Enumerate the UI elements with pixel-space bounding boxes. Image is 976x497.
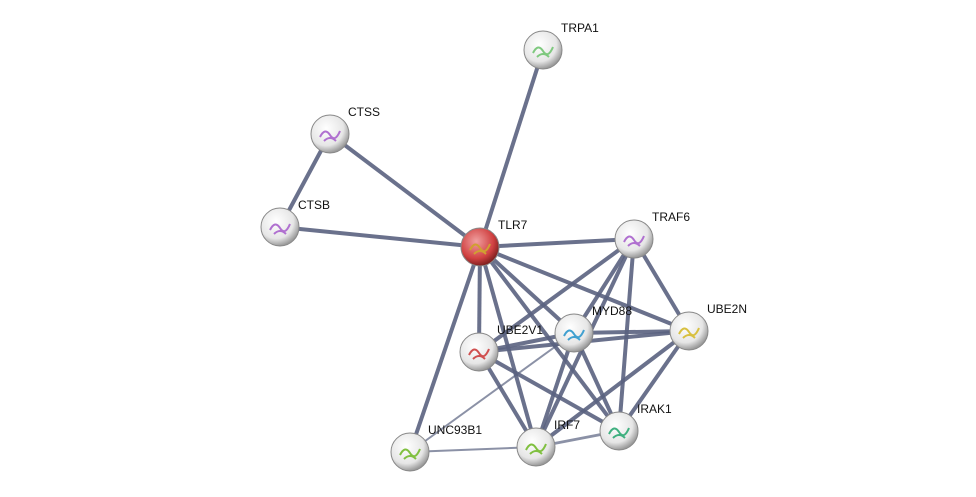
node-ube2n[interactable]: UBE2N <box>669 302 747 351</box>
edge-tlr7-unc93b1[interactable] <box>408 246 482 453</box>
protein-structure-icon <box>269 223 291 235</box>
protein-structure-icon <box>468 348 490 360</box>
edge-ube2n-irf7[interactable] <box>534 329 691 449</box>
edge-myd88-unc93b1[interactable] <box>409 332 575 453</box>
protein-structure-icon <box>399 448 421 460</box>
node-myd88[interactable]: MYD88 <box>554 304 632 353</box>
node-label: UNC93B1 <box>428 423 482 437</box>
node-irak1[interactable]: IRAK1 <box>599 402 672 451</box>
edge-myd88-irf7[interactable] <box>534 332 576 448</box>
node-ctsb[interactable]: CTSB <box>260 198 330 247</box>
protein-structure-icon <box>623 235 645 247</box>
protein-structure-icon <box>608 427 630 439</box>
protein-structure-icon <box>532 46 554 58</box>
node-label: IRF7 <box>554 418 580 432</box>
edge-tlr7-traf6[interactable] <box>479 237 635 249</box>
node-label: IRAK1 <box>637 402 672 416</box>
node-ube2v1[interactable]: UBE2V1 <box>459 323 543 372</box>
edge-ctss-tlr7[interactable] <box>328 132 482 249</box>
edge-unc93b1-irf7[interactable] <box>409 446 537 453</box>
node-label: UBE2V1 <box>497 323 543 337</box>
node-trpa1[interactable]: TRPA1 <box>523 21 599 70</box>
node-label: TRPA1 <box>561 21 599 35</box>
edge-trpa1-tlr7[interactable] <box>478 49 545 248</box>
edge-traf6-ube2v1[interactable] <box>477 237 636 354</box>
protein-structure-icon <box>319 130 341 142</box>
node-label: TLR7 <box>498 218 528 232</box>
node-ctss[interactable]: CTSS <box>310 105 380 154</box>
node-unc93b1[interactable]: UNC93B1 <box>390 423 482 472</box>
protein-structure-icon <box>563 329 585 341</box>
node-label: CTSB <box>298 198 330 212</box>
protein-structure-icon <box>525 443 547 455</box>
edge-ube2n-irak1[interactable] <box>617 329 691 433</box>
edge-tlr7-ube2n[interactable] <box>479 245 690 333</box>
edge-traf6-irak1[interactable] <box>617 238 636 432</box>
node-label: MYD88 <box>592 304 632 318</box>
protein-structure-icon <box>469 243 491 255</box>
node-label: UBE2N <box>707 302 747 316</box>
edge-ctsb-tlr7[interactable] <box>279 225 481 249</box>
edge-tlr7-myd88[interactable] <box>478 245 576 335</box>
node-tlr7[interactable]: TLR7 <box>460 218 528 267</box>
node-label: TRAF6 <box>652 210 690 224</box>
node-label: CTSS <box>348 105 380 119</box>
node-irf7[interactable]: IRF7 <box>516 418 580 467</box>
edge-ube2v1-irak1[interactable] <box>478 350 620 433</box>
protein-structure-icon <box>678 327 700 339</box>
node-traf6[interactable]: TRAF6 <box>614 210 690 259</box>
